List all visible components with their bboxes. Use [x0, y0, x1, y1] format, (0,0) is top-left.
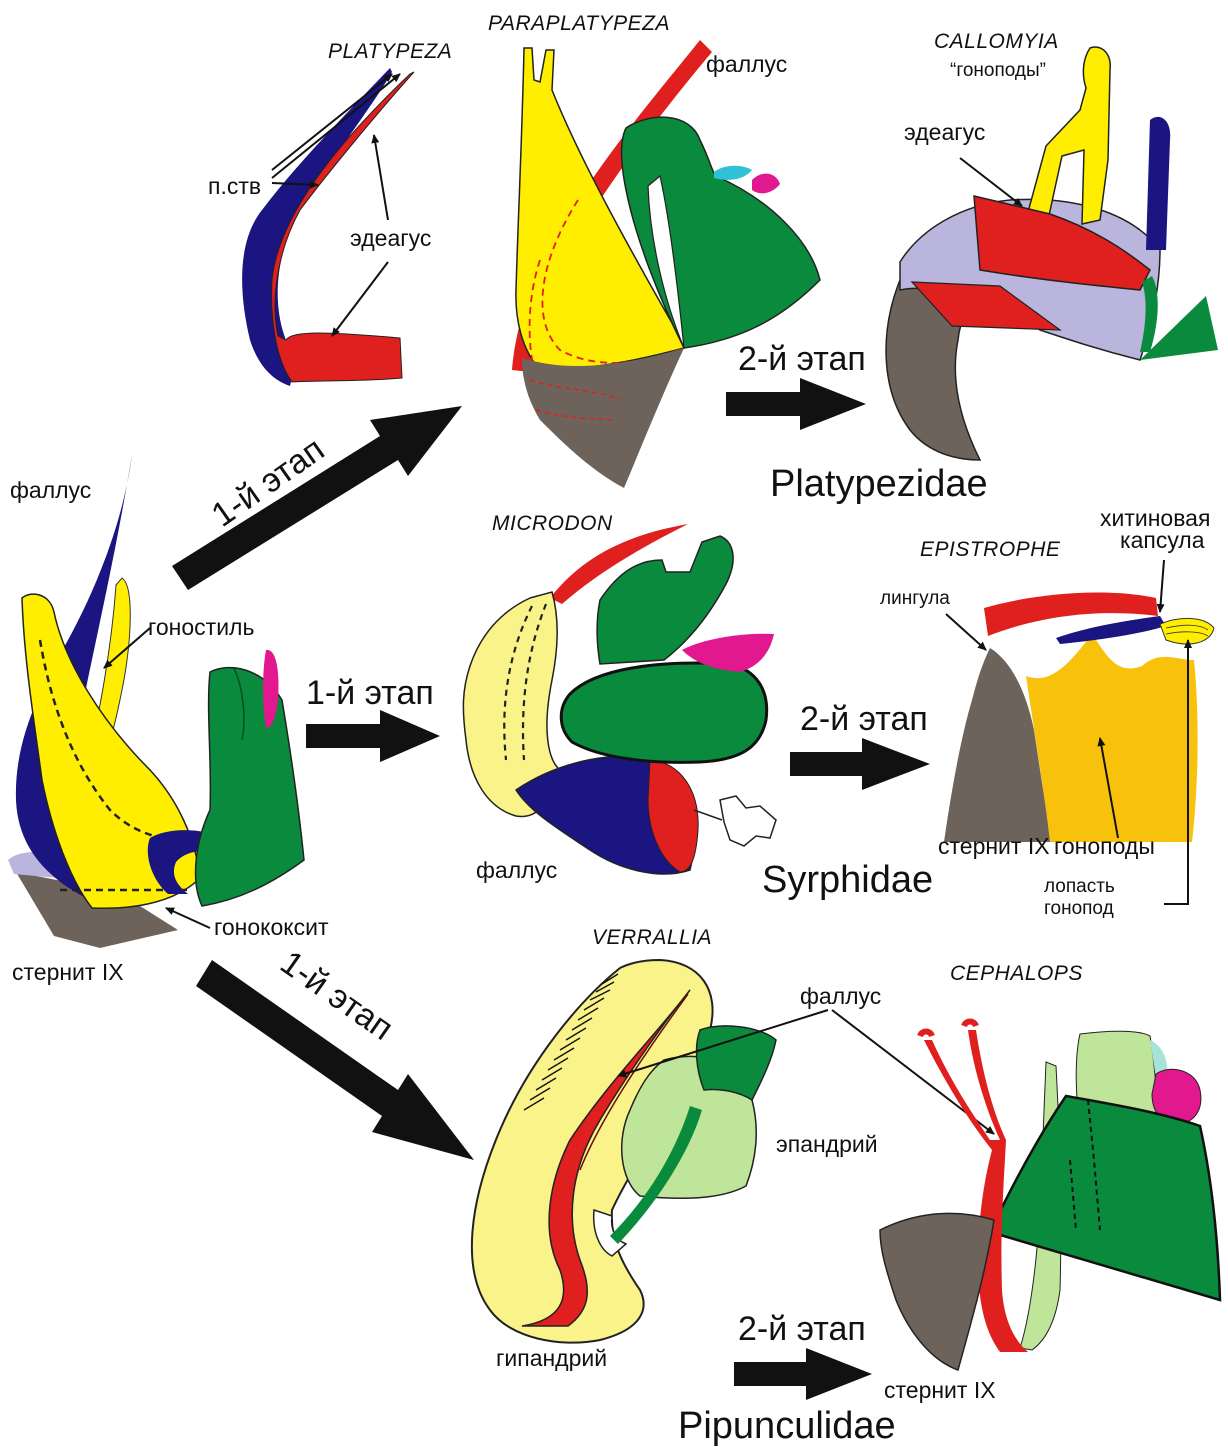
epistrophe-sternite-label: стернит IX	[938, 833, 1050, 859]
family-pipunculidae-label: Pipunculidae	[678, 1405, 896, 1447]
microdon-genus-label: MICRODON	[492, 512, 613, 535]
family-platypezidae-label: Platypezidae	[770, 463, 988, 505]
epistrophe-gonopods	[1026, 634, 1198, 842]
cephalops-sternite-label: стернит IX	[884, 1377, 996, 1403]
cephalops-branch-tips	[920, 1022, 976, 1037]
microdon-genitalia	[463, 524, 776, 874]
stage-2-label-bottom: 2-й этап	[738, 1310, 866, 1348]
epistrophe-lobe-label-1: лопасть	[1044, 876, 1115, 897]
epistrophe-capsule-label-2: капсула	[1120, 527, 1205, 553]
callomyia-genitalia	[886, 47, 1218, 460]
stage-2-label-middle: 2-й этап	[800, 700, 928, 738]
stage-1-label-middle: 1-й этап	[306, 674, 434, 712]
platypeza-genus-label: PLATYPEZA	[328, 40, 452, 63]
cephalops-genitalia	[880, 1022, 1220, 1371]
platypeza-pstv-label: п.ств	[208, 173, 261, 199]
arrow-ancestor-to-syrphidae	[306, 710, 440, 762]
paraplatypeza-magenta-lobe	[752, 174, 780, 194]
paraplatypeza-sternite	[522, 348, 684, 488]
aedeagus-pointer-up	[374, 135, 388, 220]
cephalops-genus-label: CEPHALOPS	[950, 962, 1083, 985]
paraplatypeza-genitalia	[512, 40, 820, 488]
epistrophe-genus-label: EPISTROPHE	[920, 538, 1061, 561]
ancestor-phallus-label: фаллус	[10, 477, 91, 503]
callomyia-genus-label: CALLOMYIA	[934, 30, 1059, 53]
callomyia-aedeagus-pointer	[960, 158, 1022, 206]
cephalops-epandrium	[990, 1096, 1220, 1300]
verrallia-hypandrium-label: гипандрий	[496, 1345, 607, 1371]
ancestor-sternite-label: стернит IX	[12, 959, 124, 985]
aedeagus-pointer-down	[332, 262, 388, 336]
microdon-phallus-label: фаллус	[476, 857, 557, 883]
callomyia-gonopods-label: “гоноподы”	[950, 60, 1046, 81]
epistrophe-gonopods-label: гоноподы	[1054, 833, 1155, 859]
arrow-stage2-pipunculidae	[734, 1348, 872, 1400]
paraplatypeza-cyan-lobe	[714, 166, 752, 180]
shared-phallus-label: фаллус	[800, 983, 881, 1009]
callomyia-navy-process	[1146, 117, 1170, 250]
verrallia-epandrium-top	[697, 1026, 776, 1100]
cephalops-sternite	[880, 1213, 994, 1370]
epistrophe-lobe-label-2: гонопод	[1044, 898, 1114, 919]
ancestor-epandrium	[196, 668, 304, 906]
gonocoxite-pointer	[166, 908, 210, 928]
epistrophe-sternite	[944, 648, 1052, 842]
ancestor-gonocoxite-label: гонококсит	[214, 914, 329, 940]
stage-2-label-top: 2-й этап	[738, 340, 866, 378]
callomyia-aedeagus-label: эдеагус	[904, 119, 985, 145]
microdon-epandrium-lower	[561, 663, 766, 762]
arrow-stage2-syrphidae	[790, 738, 930, 790]
lingula-pointer	[946, 614, 986, 650]
verrallia-genus-label: VERRALLIA	[592, 926, 712, 949]
arrow-stage2-platypezidae	[726, 378, 866, 430]
platypeza-aedeagus-label: эдеагус	[350, 225, 431, 251]
microdon-aedeagal-tip	[720, 796, 776, 846]
paraplatypeza-phallus-label: фаллус	[706, 51, 787, 77]
family-syrphidae-label: Syrphidae	[762, 859, 933, 901]
epistrophe-lingula-label: лингула	[880, 588, 950, 609]
capsule-pointer	[1160, 560, 1164, 612]
ancestor-gonostyle-label: гоностиль	[148, 614, 254, 640]
paraplatypeza-genus-label: PARAPLATYPEZA	[488, 12, 670, 35]
verrallia-epandrium-label: эпандрий	[776, 1131, 878, 1157]
epistrophe-capsule	[1056, 616, 1166, 644]
